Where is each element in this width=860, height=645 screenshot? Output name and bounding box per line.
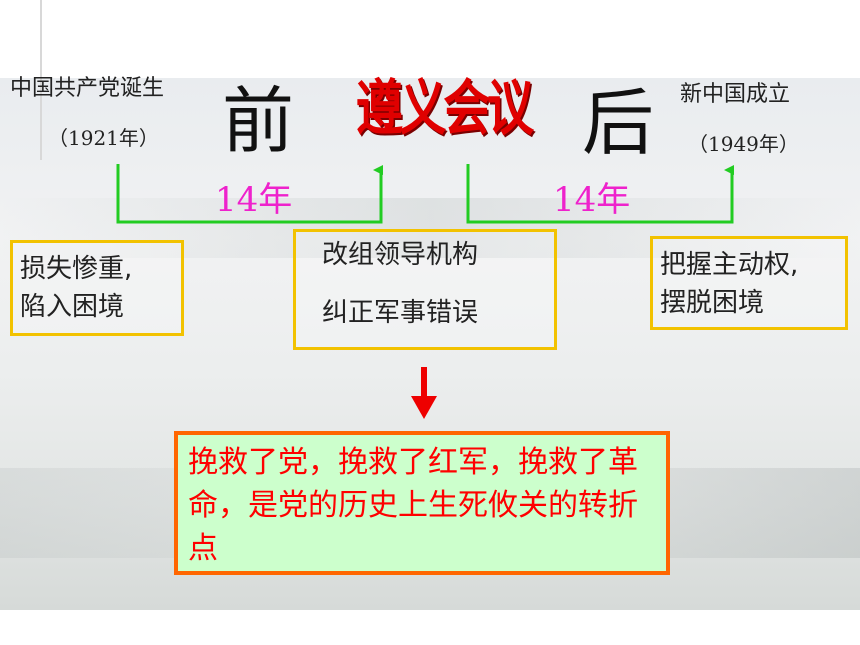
zunyi-meeting-title: 遵义会议 <box>356 74 534 144</box>
meeting-actions-box <box>293 229 557 350</box>
after-status-line2: 摆脱困境 <box>660 288 765 318</box>
before-status-box <box>10 240 184 336</box>
significance-text: 挽救了党，挽救了红军，挽救了革命，是党的历史上生死攸关的转折点 <box>188 445 638 566</box>
after-label: 后 <box>582 81 655 165</box>
right-bracket-connector <box>466 164 734 224</box>
before-status-line1: 损失惨重, <box>20 254 133 284</box>
right-event-name: 新中国成立 <box>680 82 791 107</box>
after-status-line1: 把握主动权, <box>660 250 799 280</box>
left-event-year: （1921年） <box>48 126 159 150</box>
right-event-year: （1949年） <box>688 132 799 156</box>
decorative-rule <box>40 0 42 160</box>
left-bracket-connector <box>116 164 383 224</box>
span-left-years: 14年 <box>215 180 293 220</box>
down-arrow-icon <box>411 367 437 419</box>
after-status-box <box>650 236 848 330</box>
before-status-line2: 陷入困境 <box>20 292 125 322</box>
background-band <box>0 198 860 258</box>
left-event-name: 中国共产党诞生 <box>10 76 165 101</box>
before-label: 前 <box>222 79 295 163</box>
span-right-years: 14年 <box>553 180 631 220</box>
meeting-action-line2: 纠正军事错误 <box>322 298 479 328</box>
meeting-action-line1: 改组领导机构 <box>322 240 479 270</box>
significance-box: 挽救了党，挽救了红军，挽救了革命，是党的历史上生死攸关的转折点 <box>174 431 670 575</box>
